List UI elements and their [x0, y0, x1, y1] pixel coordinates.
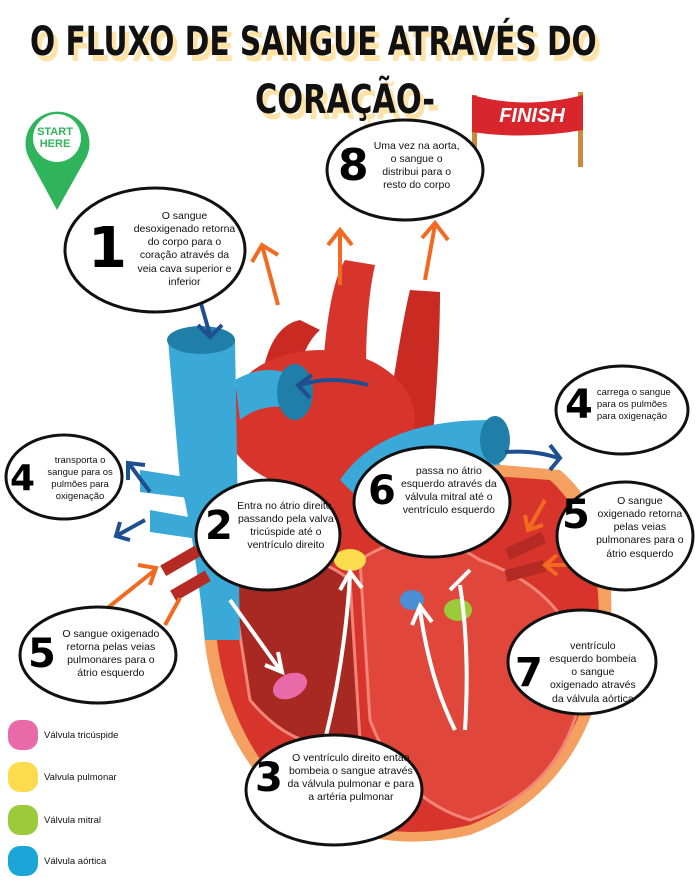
step-8-cloud: 8 Uma vez na aorta, o sangue o distribui… [338, 140, 474, 193]
blue-swatch-icon [8, 846, 38, 876]
start-label: START [37, 126, 73, 138]
step-text: O sangue oxigenado retorna pelas veias p… [62, 628, 160, 680]
legend-label: Valvula pulmonar [44, 771, 117, 783]
step-text: transporta o sangue para os pulmões para… [47, 455, 113, 502]
legend-mitral: Válvula mitral [8, 805, 101, 835]
legend-label: Válvula mitral [44, 814, 102, 826]
step-number: 3 [255, 755, 283, 802]
title-line2: CORAÇÃO- [255, 77, 435, 123]
step-text: ventrículo esquerdo bombeia o sangue oxi… [549, 640, 637, 705]
step-3-cloud: 3 O ventrículo direito então bombeia o s… [255, 752, 420, 805]
step-7-cloud: 7 ventrículo esquerdo bombeia o sangue o… [515, 640, 650, 706]
pink-swatch-icon [8, 720, 38, 750]
legend-label: Válvula tricúspide [44, 729, 119, 741]
step-number: 6 [368, 468, 396, 515]
step-text: passa no átrio esquerdo através da válvu… [400, 465, 497, 517]
step-text: Entra no átrio direito, passando pela va… [237, 500, 335, 552]
legend-pulmonary: Valvula pulmonar [8, 762, 117, 792]
start-pin-icon [25, 111, 90, 210]
finish-banner: FINISH [478, 97, 586, 135]
step-1-cloud: 1 O sangue desoxigenado retorna do corpo… [88, 210, 238, 289]
finish-banner-icon [472, 92, 583, 170]
step-5-right-cloud: 5 O sangue oxigenado retorna pelas veias… [562, 495, 692, 561]
step-number: 1 [88, 216, 127, 282]
step-number: 5 [562, 492, 590, 538]
here-label: HERE [39, 138, 71, 151]
step-number: 8 [338, 140, 369, 192]
orange-arrow-icon [103, 219, 590, 626]
step-text: O sangue oxigenado retorna pelas veias p… [596, 495, 684, 560]
step-number: 2 [205, 503, 233, 550]
start-pin: START HERE [25, 126, 85, 150]
step-2-cloud: 2 Entra no átrio direito, passando pela … [205, 500, 340, 553]
step-6-cloud: 6 passa no átrio esquerdo através da vál… [368, 465, 503, 518]
step-text: carrega o sangue para os pulmões para ox… [596, 387, 671, 422]
step-4-left-cloud: 4 transporta o sangue para os pulmões pa… [10, 455, 122, 503]
legend-aortic: Válvula aórtica [8, 846, 106, 876]
step-number: 5 [28, 631, 56, 678]
green-swatch-icon [8, 805, 38, 835]
step-5-left-cloud: 5 O sangue oxigenado retorna pelas veias… [28, 628, 168, 681]
blue-arrow-icon [113, 299, 563, 542]
step-text: O ventrículo direito então bombeia o san… [287, 752, 415, 804]
step-4-right-cloud: 4 carrega o sangue para os pulmões para … [565, 385, 685, 425]
step-text: O sangue desoxigenado retorna do corpo p… [133, 210, 236, 288]
legend-tricuspid: Válvula tricúspide [8, 720, 118, 750]
title-line1: O FLUXO DE SANGUE ATRAVÉS DO [30, 19, 597, 65]
step-text: Uma vez na aorta, o sangue o distribui p… [373, 140, 460, 192]
finish-label: FINISH [499, 104, 565, 127]
step-number: 4 [565, 382, 593, 428]
step-number: 7 [515, 649, 543, 696]
legend-label: Válvula aórtica [44, 855, 107, 867]
yellow-swatch-icon [8, 762, 38, 792]
step-number: 4 [10, 457, 36, 499]
speech-cloud-icon [4, 118, 695, 847]
